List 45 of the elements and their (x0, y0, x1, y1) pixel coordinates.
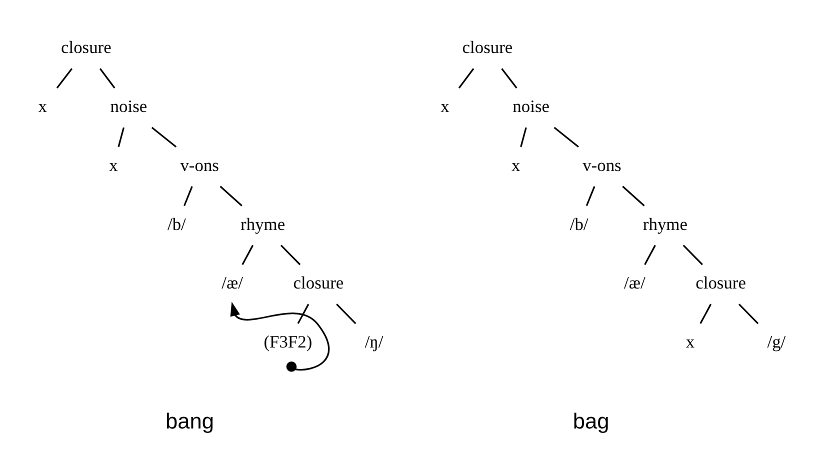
label: bag (572, 408, 610, 433)
node-text: /b/ (570, 213, 588, 234)
node-text: (F3F2) (264, 331, 312, 352)
node-text: /b/ (167, 213, 186, 234)
node-text: x (38, 96, 47, 116)
node-text: noise (110, 96, 148, 116)
node-text: closure (61, 36, 112, 57)
connector (297, 303, 310, 324)
connector (220, 185, 242, 206)
node-text: x (109, 154, 118, 174)
node-text: closure (696, 272, 746, 292)
connector (520, 126, 527, 147)
connector (682, 244, 703, 265)
connector (501, 68, 518, 88)
node-text: noise (512, 96, 550, 116)
node-text: /æ/ (222, 272, 243, 292)
node-text: /ŋ/ (364, 331, 384, 352)
arrow (230, 301, 330, 372)
connector (700, 303, 712, 324)
node-text: x (440, 96, 450, 116)
connector (622, 185, 645, 206)
connector (336, 303, 356, 324)
connector (56, 68, 73, 88)
connector (242, 244, 254, 265)
node-text: rhyme (642, 213, 688, 234)
node-text: v-ons (582, 154, 622, 174)
connector (458, 68, 474, 88)
node-text: x (686, 331, 695, 352)
connector (99, 68, 116, 88)
connector (644, 244, 656, 265)
node-text: v-ons (180, 154, 219, 174)
connector (118, 126, 124, 147)
node-text: x (511, 154, 520, 174)
connector (738, 303, 759, 324)
connector (151, 126, 177, 147)
node-text: /g/ (767, 331, 786, 352)
node-text: closure (462, 36, 513, 57)
node-text: /æ/ (624, 272, 646, 292)
node-text: closure (293, 272, 344, 292)
connector (184, 186, 193, 206)
node-text: rhyme (240, 213, 286, 234)
connector (280, 244, 301, 265)
connector (554, 126, 579, 147)
label: bang (166, 408, 214, 433)
connector (586, 186, 596, 206)
